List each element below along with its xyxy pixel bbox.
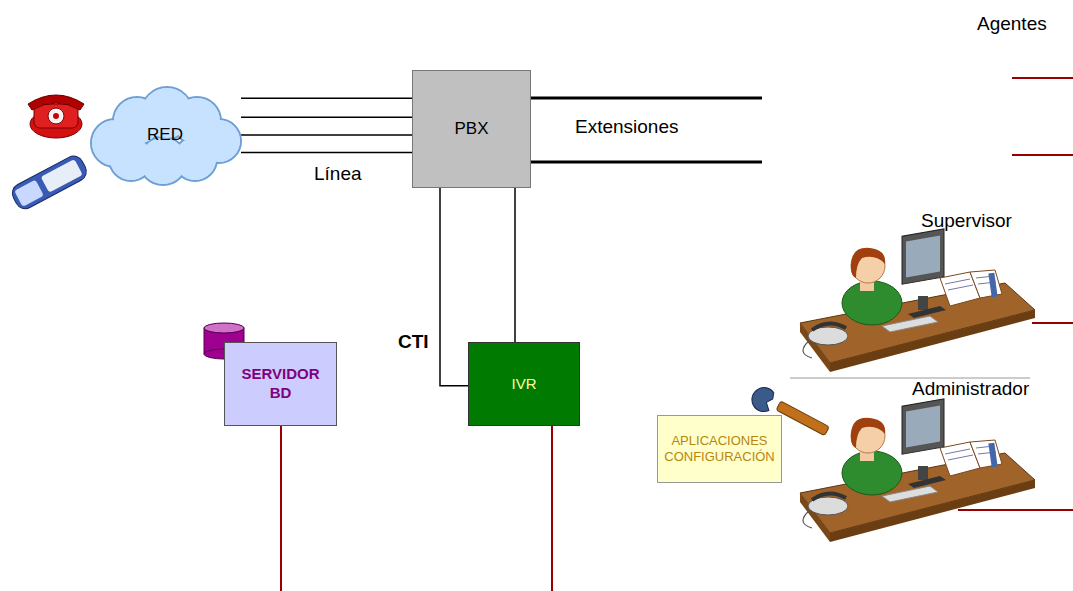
supervisor-figure (800, 229, 1035, 372)
administrator-figure (800, 399, 1035, 542)
text-label: Extensiones (575, 116, 679, 138)
node-text: RED (147, 124, 183, 145)
phone-icons (9, 95, 90, 212)
ivr-box: IVR (468, 342, 580, 426)
edge-label: Línea (312, 163, 364, 185)
extension-line (531, 97, 762, 100)
text-label: Administrador (912, 378, 1029, 400)
connector (514, 188, 516, 342)
connector (440, 188, 468, 386)
lan-wire (281, 78, 1073, 591)
text-label: Agentes (977, 13, 1047, 35)
extension-line (531, 161, 762, 164)
node-text: PBX (454, 118, 488, 139)
config-box: APLICACIONES CONFIGURACIÓN (657, 415, 782, 483)
text-label: Supervisor (921, 210, 1012, 232)
node-text: SERVIDOR BD (231, 365, 330, 403)
edge-label: CTI (396, 331, 431, 353)
network-cloud: RED (85, 85, 245, 185)
node-text: IVR (511, 375, 536, 394)
connector (241, 98, 412, 152)
pbx-box: PBX (412, 70, 531, 188)
db-server-box: SERVIDOR BD (224, 342, 337, 426)
node-text: APLICACIONES CONFIGURACIÓN (664, 433, 775, 466)
